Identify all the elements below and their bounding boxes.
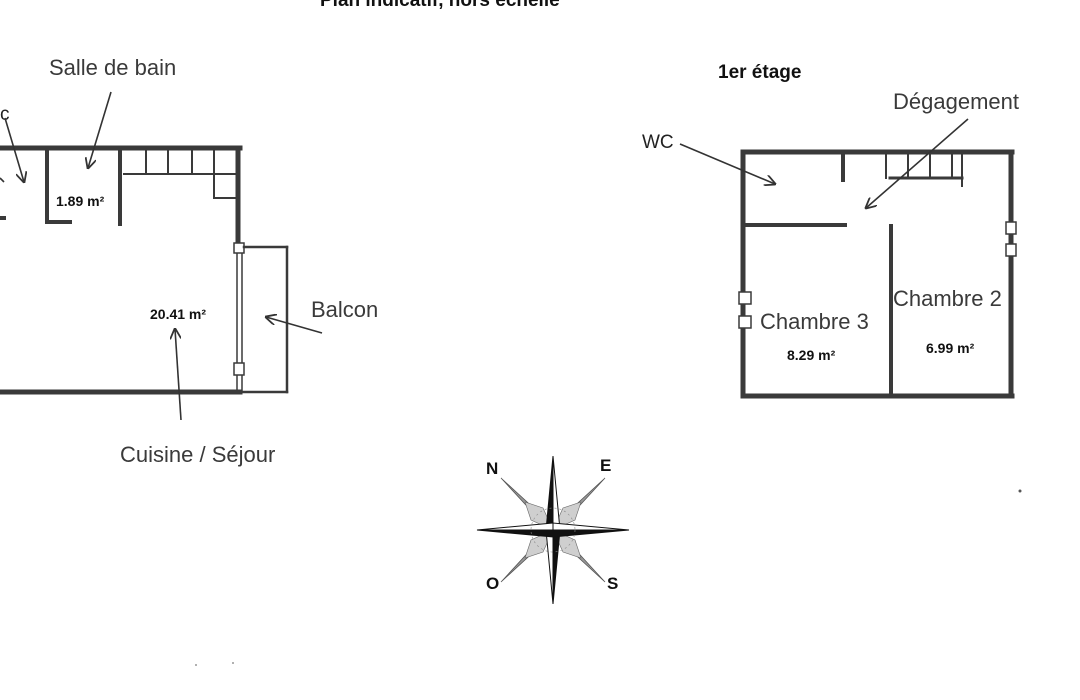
bedroom2-label: Chambre 2 — [893, 286, 1002, 311]
bedroom3-area: 8.29 m² — [787, 347, 836, 363]
bathroom-label: Salle de bain — [49, 55, 177, 80]
compass-west-label: O — [486, 574, 500, 593]
first-floor-plan — [738, 149, 1017, 399]
compass-rose — [476, 455, 630, 605]
wc-label: WC — [642, 132, 674, 153]
stairs — [885, 153, 964, 187]
compass-south-label: S — [607, 574, 619, 593]
living-label: Cuisine / Séjour — [120, 442, 276, 467]
compass-east-label: E — [600, 456, 612, 475]
balcony-label: Balcon — [311, 297, 379, 322]
compass-north-label: N — [486, 459, 499, 478]
living-area: 20.41 m² — [150, 306, 207, 322]
wc-partial-label: c — [0, 104, 10, 125]
ground-floor-plan — [0, 145, 289, 395]
bedroom2-area: 6.99 m² — [926, 340, 975, 356]
first-floor-title: 1er étage — [718, 62, 802, 83]
bathroom-area: 1.89 m² — [56, 193, 105, 209]
landing-label: Dégagement — [893, 89, 1019, 114]
bedroom3-label: Chambre 3 — [760, 309, 869, 334]
kitchen-counter — [123, 149, 237, 199]
plan-title: Plan indicatif, hors échelle — [320, 0, 560, 11]
